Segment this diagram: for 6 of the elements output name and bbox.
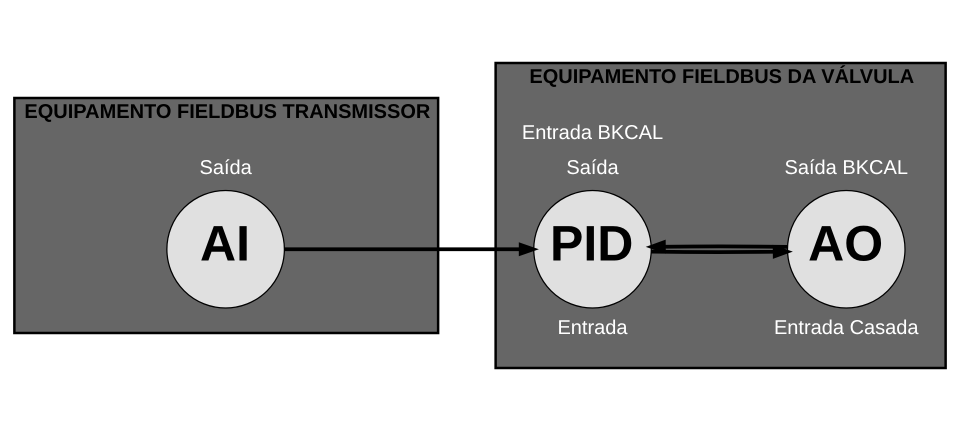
node-label: Entrada Casada — [774, 316, 919, 338]
node-label: Saída — [199, 156, 252, 178]
node-label: Entrada — [557, 316, 628, 338]
node-label: Entrada BKCAL — [522, 122, 664, 144]
node-label: Saída — [566, 156, 619, 178]
node-label: Saída BKCAL — [784, 156, 908, 178]
